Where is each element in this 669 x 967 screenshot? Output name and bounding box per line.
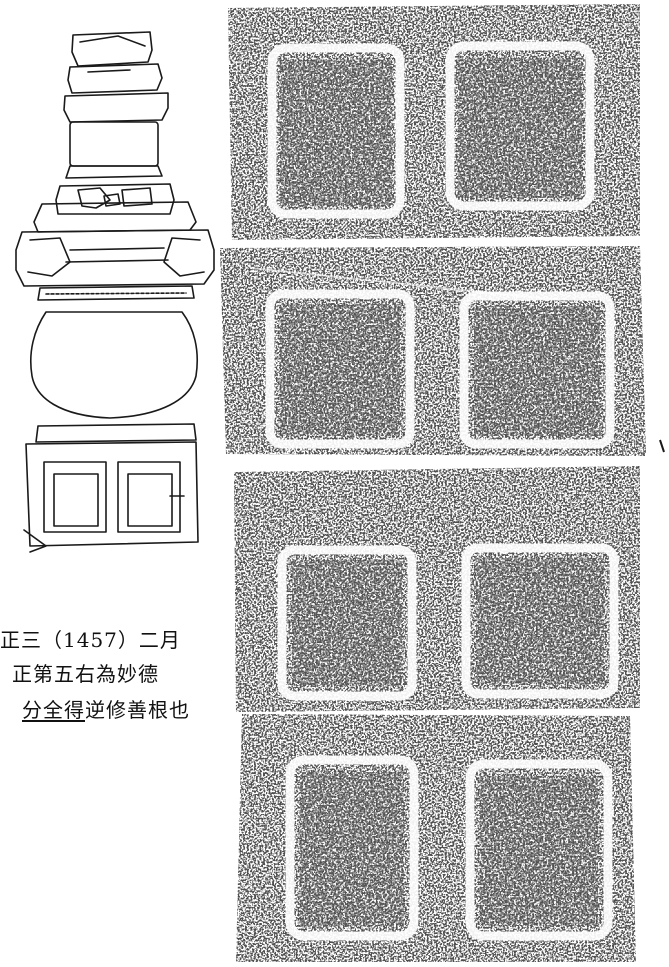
caption-line-2-text: 正第五右為妙德 [12,662,159,686]
base-cube [25,441,199,547]
main-roof [15,229,215,287]
spherical-body [29,311,199,419]
caption-line-3-text: 逆修善根也 [85,698,190,722]
carved-frieze-block [55,183,175,215]
finial-crack [79,35,146,47]
base-top-slab [35,423,197,443]
niche-left-inner [53,473,99,527]
rubbing-2-frame-left [265,289,415,449]
roof-base-plinth [37,285,195,301]
base-chip [23,529,47,553]
edge-mark [659,439,665,453]
roof-base-dashes [45,292,187,295]
roof-corner-right [163,237,205,277]
finial-block-line [87,69,131,73]
rubbing-3 [234,466,640,712]
roof-eave-line [65,259,169,263]
niche-left-outer [43,461,107,533]
rubbing-2-frame-right [459,291,615,449]
rubbing-1-frame-left [267,43,405,219]
niche-right-outer [117,461,181,533]
rubbing-4 [236,714,636,962]
rubbing-4-frame-right [465,759,613,941]
rubbing-1 [228,4,640,240]
caption-line-3: 分全得逆修善根也 [22,698,190,722]
rubbing-3-frame-left [277,545,417,701]
caption-line-1-text: 正三（1457）二月 [0,628,181,652]
finial-block [67,63,163,94]
roof-ridge-line [69,247,165,251]
rubbing-2-scratch [249,267,561,301]
rubbing-3-frame-right [461,543,619,699]
caption-line-2: 正第五右為妙德 [12,662,159,686]
rubbing-1-frame-right [445,41,595,211]
upper-roof-block [63,92,169,123]
rubbing-4-frame-left [285,755,419,941]
finial-cap [71,31,153,67]
carved-motif-right [121,187,153,207]
niche-right-inner [127,473,173,527]
caption-line-1: 正三（1457）二月 [0,628,181,652]
caption-line-3-underlined-text: 分全得 [22,698,85,722]
upper-body-base [65,165,163,179]
rubbing-2 [220,246,646,456]
